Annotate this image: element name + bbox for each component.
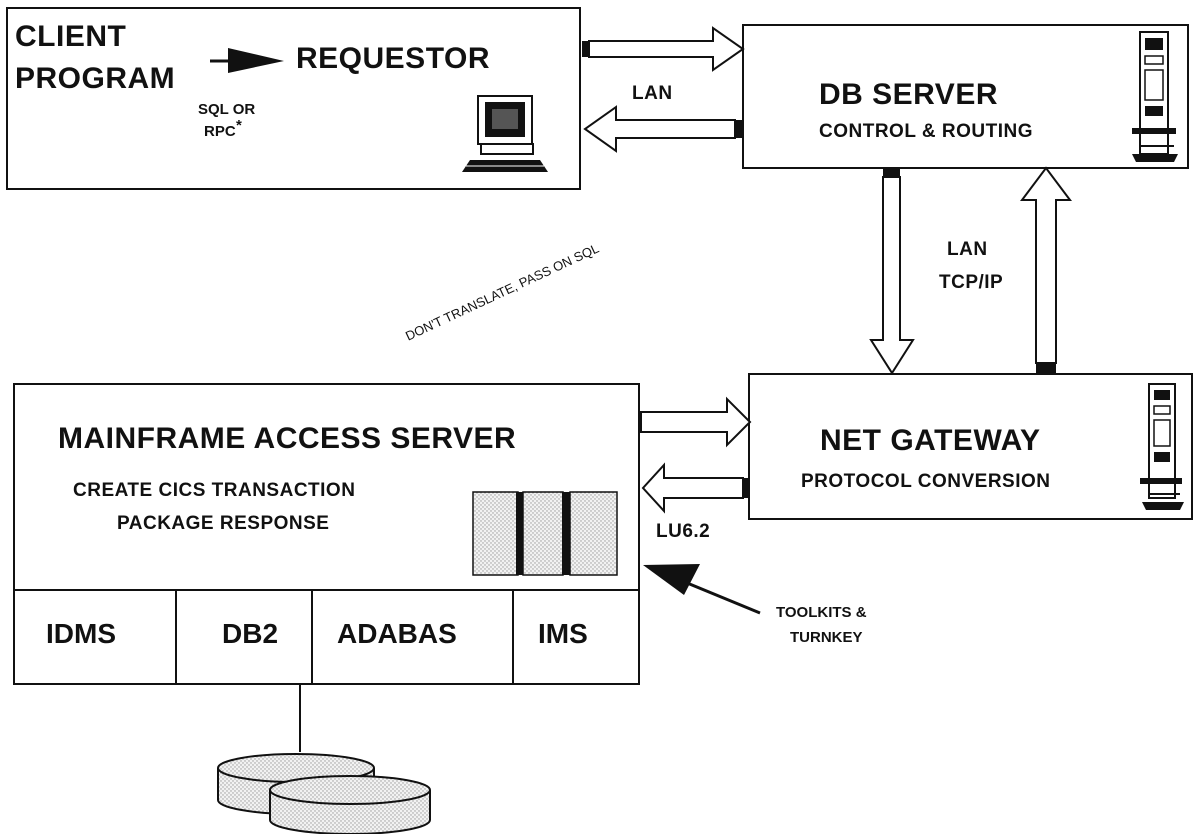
mainframe-line2: PACKAGE RESPONSE	[117, 513, 330, 534]
client-program-label-line1: CLIENT	[15, 20, 127, 53]
client-box	[6, 7, 581, 190]
db-server-subtitle: CONTROL & ROUTING	[819, 121, 1033, 142]
lan-arrow-to-requestor	[583, 105, 743, 153]
tcp-ip-label: TCP/IP	[939, 272, 1004, 293]
db-label-db2: DB2	[222, 618, 279, 649]
mainframe-box	[13, 383, 640, 685]
gateway-title: NET GATEWAY	[820, 424, 1041, 457]
client-program-label-line2: PROGRAM	[15, 62, 176, 95]
lan-label-top: LAN	[632, 83, 673, 104]
sql-or-label: SQL OR	[198, 101, 256, 118]
gateway-to-db-server-arrow	[1020, 166, 1072, 374]
disk-storage-icon	[217, 753, 431, 834]
transaction-package-icon	[472, 491, 618, 576]
db-server-title: DB SERVER	[819, 78, 998, 111]
gateway-tower-icon	[1140, 383, 1184, 510]
asterisk-label: *	[236, 117, 242, 134]
db-label-ims: IMS	[538, 618, 588, 649]
toolkits-label-line2: TURNKEY	[790, 629, 863, 646]
db-label-adabas: ADABAS	[337, 618, 457, 649]
lan-arrow-to-db-server	[582, 26, 745, 72]
toolkits-arrow	[643, 564, 761, 615]
mainframe-line1: CREATE CICS TRANSACTION	[73, 480, 356, 501]
net-gateway-box	[748, 373, 1193, 520]
requestor-label: REQUESTOR	[296, 42, 490, 75]
client-to-requestor-arrow	[210, 48, 284, 73]
db-server-to-gateway-arrow	[869, 168, 915, 375]
lan-label-mid: LAN	[947, 239, 988, 260]
lu62-label: LU6.2	[656, 521, 711, 542]
computer-icon	[462, 95, 548, 172]
rpc-label: RPC	[204, 123, 236, 140]
db-server-box	[742, 24, 1189, 169]
mainframe-title: MAINFRAME ACCESS SERVER	[58, 422, 517, 455]
gateway-to-mainframe-arrow	[641, 462, 750, 514]
db-label-idms: IDMS	[46, 618, 116, 649]
gateway-subtitle: PROTOCOL CONVERSION	[801, 471, 1051, 492]
mainframe-to-gateway-arrow	[640, 396, 752, 448]
server-tower-icon	[1132, 31, 1178, 162]
toolkits-label-line1: TOOLKITS &	[776, 604, 867, 621]
